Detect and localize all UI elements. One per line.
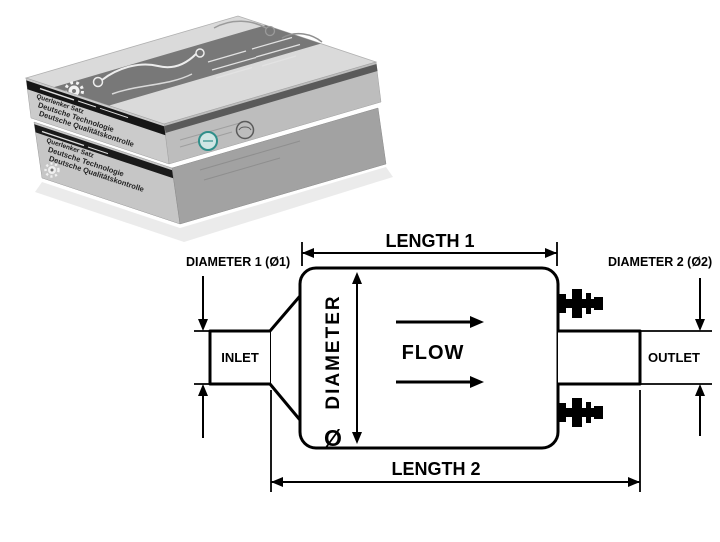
flow-arrow-bottom-icon	[470, 376, 484, 388]
inlet-port	[208, 295, 302, 421]
length1-label: LENGTH 1	[385, 231, 474, 251]
arrow-down-icon	[352, 432, 362, 444]
outlet-label: OUTLET	[648, 350, 700, 365]
arrow-down-icon	[695, 319, 705, 331]
arrow-up-icon	[198, 384, 208, 396]
terminal-top-icon	[558, 289, 603, 318]
body-diameter-dimension: DIAMETER Ø	[323, 272, 362, 451]
box-print-band	[53, 25, 321, 106]
length1-dimension: LENGTH 1	[301, 231, 558, 266]
box-front-band-text-dashes	[41, 130, 109, 155]
box-shadow	[35, 167, 393, 242]
outlet-port	[558, 329, 642, 386]
certification-stamp-icon	[198, 131, 218, 151]
flow-arrow-top-icon	[470, 316, 484, 328]
box-front-right-streaks	[199, 140, 301, 181]
arrow-up-icon	[352, 272, 362, 284]
flow-label: FLOW	[402, 342, 465, 364]
diameter1-label: DIAMETER 1 (Ø1)	[186, 255, 290, 269]
round-seal-icon	[235, 120, 255, 140]
box-part-artwork	[92, 36, 301, 95]
diameter-symbol: Ø	[324, 425, 342, 451]
inlet-label: INLET	[221, 350, 259, 365]
terminal-bottom-icon	[558, 398, 603, 427]
box-lid-sketches	[213, 20, 323, 43]
box-lid-band-text-dashes	[39, 87, 129, 119]
length2-dimension: LENGTH 2	[270, 390, 641, 492]
diameter1-dimension: DIAMETER 1 (Ø1)	[186, 255, 290, 438]
box-front-right-face	[171, 107, 387, 225]
diameter2-dimension: DIAMETER 2 (Ø2)	[608, 255, 712, 436]
box-lid-right-darkline	[164, 64, 378, 133]
product-box-photo: Querlenker Satz Deutsche Technologie Deu…	[24, 15, 393, 242]
pump-diagram: INLET OUTLET LENGTH 1	[186, 231, 712, 492]
box-lid-black-band	[26, 80, 166, 136]
gear-logo-small-icon	[44, 162, 60, 178]
length2-label: LENGTH 2	[391, 459, 480, 479]
arrow-down-icon	[198, 319, 208, 331]
diameter2-label: DIAMETER 2 (Ø2)	[608, 255, 712, 269]
arrow-left-icon	[271, 477, 283, 487]
box-front-black-band	[34, 124, 174, 179]
body-diameter-label: DIAMETER	[323, 294, 344, 409]
arrow-up-icon	[695, 384, 705, 396]
arrow-right-icon	[628, 477, 640, 487]
arrow-right-icon	[545, 248, 557, 258]
flow-annotation: FLOW	[396, 316, 484, 388]
arrow-left-icon	[302, 248, 314, 258]
